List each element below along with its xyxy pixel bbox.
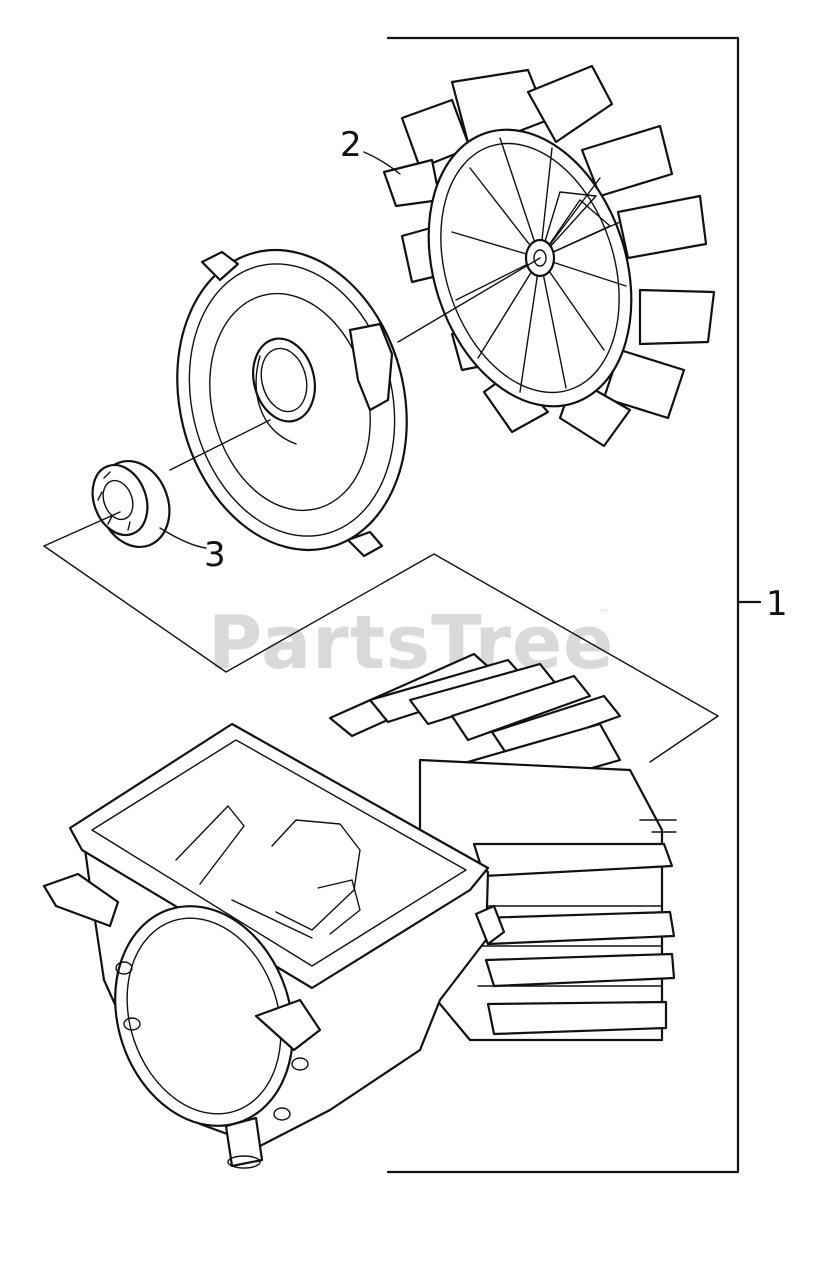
fan[interactable]: 2 [340, 64, 716, 448]
assembly-bracket: 1 [386, 36, 788, 1174]
housing-plate[interactable] [147, 225, 438, 574]
watermark-text: PartsTree [208, 600, 614, 686]
watermark-trademark: ™ [598, 607, 610, 621]
callout-2: 2 [340, 125, 362, 165]
callout-3: 3 [204, 535, 226, 575]
crankcase[interactable] [42, 652, 677, 1169]
watermark: PartsTree ™ [208, 600, 614, 686]
subassembly-outline [43, 511, 719, 763]
callout-1: 1 [766, 584, 788, 624]
